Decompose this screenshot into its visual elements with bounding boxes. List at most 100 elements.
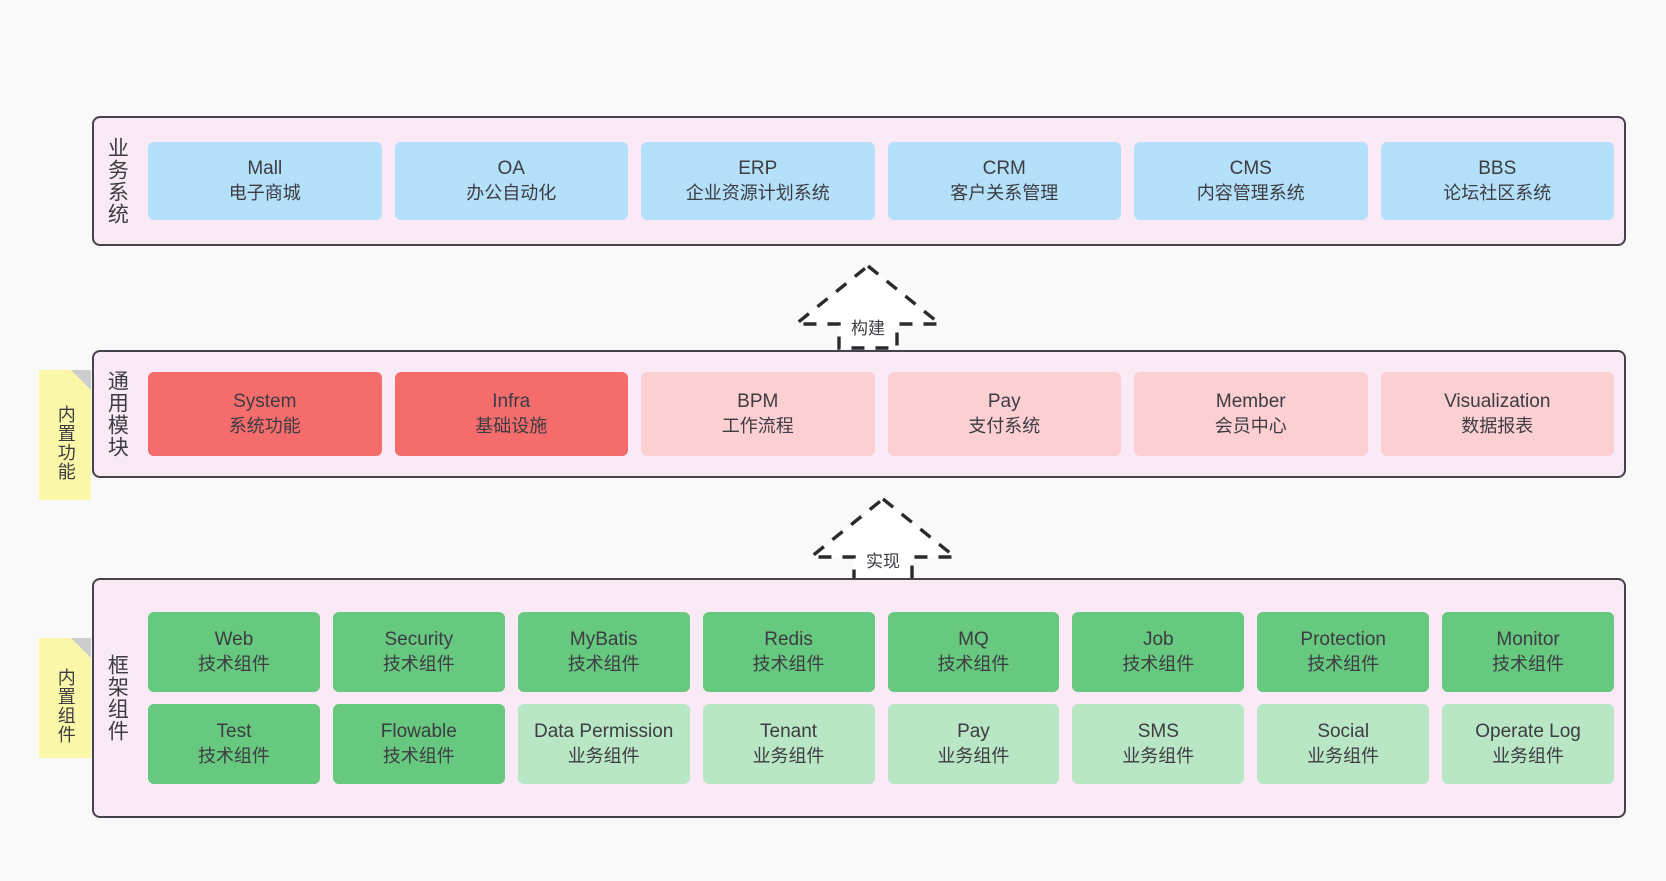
card-title-en: CRM: [982, 158, 1026, 180]
card-pay-component[interactable]: Pay 业务组件: [887, 704, 1060, 784]
card-title-cn: 技术组件: [197, 745, 270, 766]
card-web[interactable]: Web 技术组件: [148, 612, 320, 692]
card-title-en: Operate Log: [1475, 721, 1581, 743]
card-mybatis[interactable]: MyBatis 技术组件: [517, 612, 690, 692]
card-monitor[interactable]: Monitor 技术组件: [1442, 612, 1614, 692]
card-title-cn: 技术组件: [1122, 653, 1195, 674]
card-bbs[interactable]: BBS 论坛社区系统: [1380, 142, 1614, 220]
card-title-en: Monitor: [1496, 629, 1560, 651]
framework-row-business: Test 技术组件 Flowable 技术组件 Data Permission …: [148, 704, 1614, 784]
card-title-cn: 业务组件: [1122, 745, 1195, 766]
note-builtin-features-label: 内置功能: [55, 405, 76, 481]
card-title-cn: 基础设施: [475, 415, 548, 436]
card-data-permission[interactable]: Data Permission 业务组件: [517, 704, 690, 784]
card-title-en: BPM: [737, 391, 779, 413]
card-title-en: BBS: [1478, 158, 1517, 180]
card-operate-log[interactable]: Operate Log 业务组件: [1442, 704, 1614, 784]
card-title-en: Pay: [987, 391, 1021, 413]
card-member[interactable]: Member 会员中心: [1134, 372, 1368, 456]
card-title-cn: 技术组件: [382, 745, 455, 766]
card-security[interactable]: Security 技术组件: [332, 612, 505, 692]
card-bpm[interactable]: BPM 工作流程: [641, 372, 875, 456]
card-title-cn: 技术组件: [567, 653, 640, 674]
card-title-en: Mall: [247, 158, 283, 180]
card-title-cn: 工作流程: [721, 415, 794, 436]
card-title-en: SMS: [1137, 721, 1179, 743]
connector-implement: 实现: [806, 495, 960, 583]
card-title-cn: 会员中心: [1214, 415, 1287, 436]
layer-common-modules: 通用模块 System 系统功能 Infra 基础设施 BPM 工作流程 Pay…: [92, 350, 1626, 478]
card-infra[interactable]: Infra 基础设施: [394, 372, 628, 456]
card-title-cn: 业务组件: [1307, 745, 1380, 766]
connector-build: 构建: [791, 262, 945, 350]
card-title-cn: 技术组件: [1307, 653, 1380, 674]
card-oa[interactable]: OA 办公自动化: [394, 142, 628, 220]
connector-build-label: 构建: [851, 319, 885, 338]
card-visualization[interactable]: Visualization 数据报表: [1380, 372, 1614, 456]
card-protection[interactable]: Protection 技术组件: [1257, 612, 1430, 692]
card-title-cn: 业务组件: [567, 745, 640, 766]
card-title-en: Social: [1317, 721, 1370, 743]
card-title-en: OA: [497, 158, 525, 180]
card-redis[interactable]: Redis 技术组件: [702, 612, 875, 692]
card-title-en: Redis: [764, 629, 813, 651]
card-system[interactable]: System 系统功能: [148, 372, 382, 456]
card-title-en: CMS: [1229, 158, 1272, 180]
card-title-en: Tenant: [760, 721, 818, 743]
card-title-cn: 内容管理系统: [1196, 182, 1305, 203]
framework-components-grid: Web 技术组件 Security 技术组件 MyBatis 技术组件 Redi…: [138, 580, 1624, 816]
framework-row-tech: Web 技术组件 Security 技术组件 MyBatis 技术组件 Redi…: [148, 612, 1614, 692]
card-title-cn: 业务组件: [752, 745, 825, 766]
layer-title-business-system: 业务系统: [105, 137, 129, 225]
common-modules-card-row: System 系统功能 Infra 基础设施 BPM 工作流程 Pay 支付系统…: [138, 352, 1624, 476]
note-builtin-features: 内置功能: [39, 370, 91, 500]
card-tenant[interactable]: Tenant 业务组件: [702, 704, 875, 784]
card-job[interactable]: Job 技术组件: [1072, 612, 1245, 692]
card-title-en: Infra: [492, 391, 531, 413]
note-fold-corner-icon: [71, 638, 91, 658]
card-title-cn: 论坛社区系统: [1443, 182, 1552, 203]
card-title-en: ERP: [738, 158, 778, 180]
card-title-en: Pay: [957, 721, 990, 743]
card-title-en: Visualization: [1444, 391, 1551, 413]
card-title-en: Web: [214, 629, 254, 651]
card-flowable[interactable]: Flowable 技术组件: [332, 704, 505, 784]
card-title-en: Data Permission: [533, 721, 674, 743]
layer-title-common-modules: 通用模块: [105, 370, 129, 458]
card-title-cn: 技术组件: [382, 653, 455, 674]
layer-title-framework-components: 框架组件: [105, 654, 129, 742]
card-cms[interactable]: CMS 内容管理系统: [1134, 142, 1368, 220]
card-title-cn: 业务组件: [1492, 745, 1565, 766]
card-title-cn: 技术组件: [937, 653, 1010, 674]
card-mall[interactable]: Mall 电子商城: [148, 142, 382, 220]
card-title-cn: 技术组件: [197, 653, 270, 674]
card-title-cn: 数据报表: [1461, 415, 1534, 436]
card-sms[interactable]: SMS 业务组件: [1072, 704, 1245, 784]
layer-framework-components: 框架组件 Web 技术组件 Security 技术组件 MyBatis 技术组件…: [92, 578, 1626, 818]
card-title-cn: 业务组件: [937, 745, 1010, 766]
card-title-cn: 技术组件: [752, 653, 825, 674]
card-crm[interactable]: CRM 客户关系管理: [887, 142, 1121, 220]
card-title-cn: 系统功能: [228, 415, 301, 436]
note-builtin-components-label: 内置组件: [55, 668, 76, 744]
card-title-cn: 企业资源计划系统: [685, 182, 830, 203]
business-system-card-row: Mall 电子商城 OA 办公自动化 ERP 企业资源计划系统 CRM 客户关系…: [138, 118, 1624, 244]
card-title-en: Test: [216, 721, 252, 743]
card-mq[interactable]: MQ 技术组件: [887, 612, 1060, 692]
connector-implement-label: 实现: [866, 552, 900, 571]
card-title-en: Job: [1142, 629, 1174, 651]
card-title-en: Protection: [1300, 629, 1386, 651]
card-erp[interactable]: ERP 企业资源计划系统: [641, 142, 875, 220]
card-title-cn: 技术组件: [1492, 653, 1565, 674]
card-title-en: MyBatis: [569, 629, 638, 651]
card-pay-module[interactable]: Pay 支付系统: [887, 372, 1121, 456]
card-title-en: Flowable: [380, 721, 457, 743]
card-title-cn: 电子商城: [228, 182, 301, 203]
card-title-en: Security: [384, 629, 454, 651]
card-social[interactable]: Social 业务组件: [1257, 704, 1430, 784]
card-title-en: MQ: [958, 629, 989, 651]
note-builtin-components: 内置组件: [39, 638, 91, 758]
card-test[interactable]: Test 技术组件: [148, 704, 320, 784]
card-title-cn: 客户关系管理: [950, 182, 1059, 203]
